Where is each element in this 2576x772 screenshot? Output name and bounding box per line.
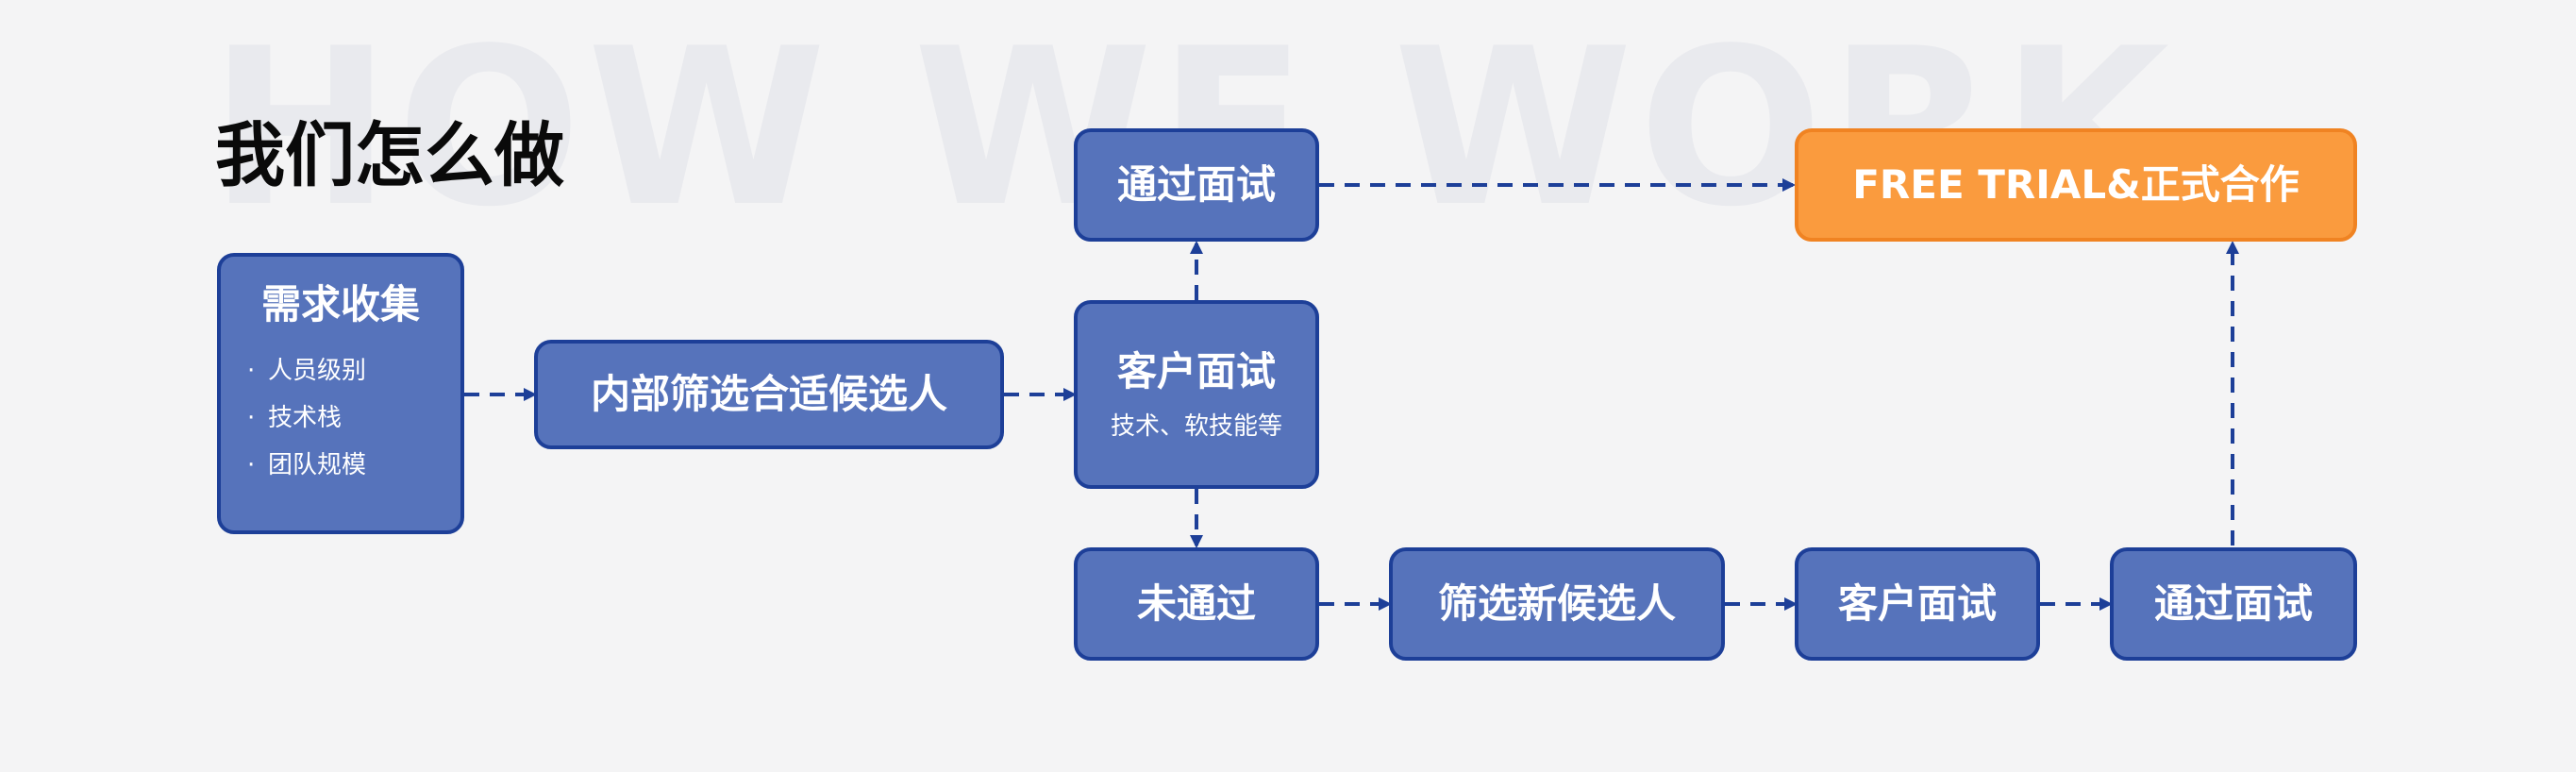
node-passed-interview-top-title: 通过面试 — [1116, 160, 1276, 208]
node-free-trial-title: FREE TRIAL&正式合作 — [1852, 160, 2300, 208]
node-client-interview-2: 客户面试 — [1795, 547, 2040, 661]
page-title: 我们怎么做 — [215, 115, 564, 196]
requirement-item: 技术栈 — [247, 394, 366, 442]
node-not-passed: 未通过 — [1074, 547, 1319, 661]
node-client-interview-title: 客户面试 — [1116, 347, 1276, 394]
requirement-item: 人员级别 — [247, 347, 366, 394]
node-passed-interview-top: 通过面试 — [1074, 128, 1319, 242]
node-passed-interview-bottom: 通过面试 — [2110, 547, 2357, 661]
node-internal-screening-title: 内部筛选合适候选人 — [590, 370, 947, 417]
node-client-interview-2-title: 客户面试 — [1837, 579, 1997, 627]
requirement-list: 人员级别 技术栈 团队规模 — [247, 347, 366, 489]
node-requirement-collection: 需求收集 人员级别 技术栈 团队规模 — [217, 253, 464, 534]
node-client-interview-subtitle: 技术、软技能等 — [1110, 412, 1282, 442]
node-free-trial: FREE TRIAL&正式合作 — [1795, 128, 2357, 242]
node-internal-screening: 内部筛选合适候选人 — [534, 340, 1004, 449]
node-screen-new-candidates-title: 筛选新候选人 — [1437, 579, 1676, 627]
node-client-interview: 客户面试 技术、软技能等 — [1074, 300, 1319, 489]
node-requirement-collection-title: 需求收集 — [260, 281, 420, 327]
requirement-item: 团队规模 — [247, 442, 366, 489]
node-screen-new-candidates: 筛选新候选人 — [1389, 547, 1725, 661]
node-passed-interview-bottom-title: 通过面试 — [2153, 579, 2313, 627]
node-not-passed-title: 未通过 — [1136, 579, 1256, 627]
